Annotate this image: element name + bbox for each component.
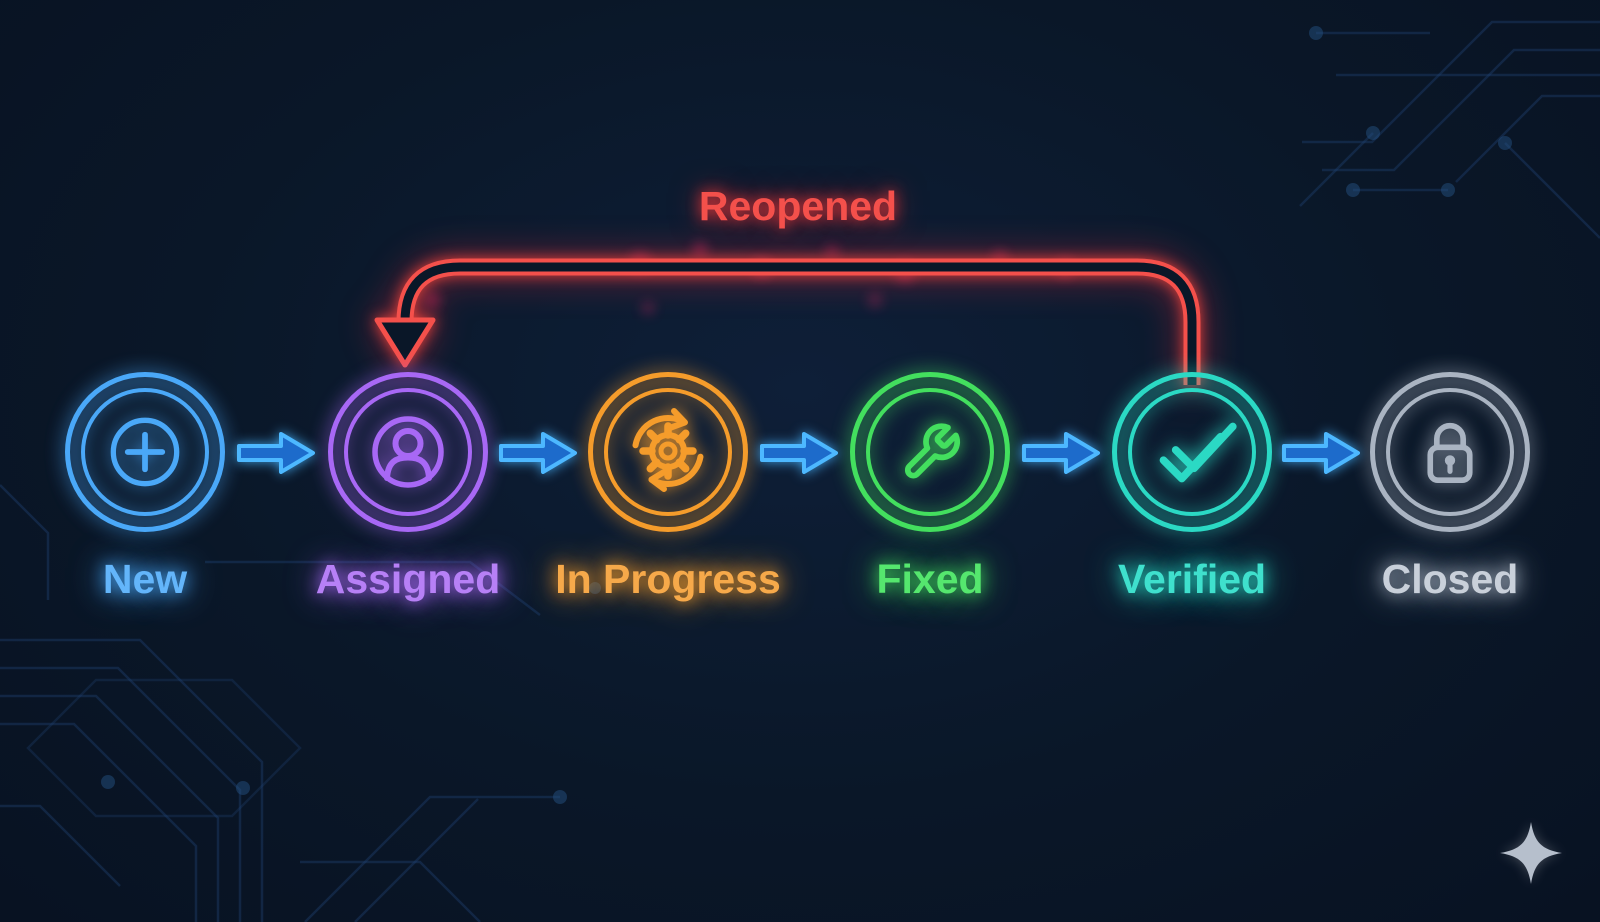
node-label: Closed (1381, 556, 1519, 602)
flow-arrow-fixed-to-verified (1022, 432, 1100, 474)
node-new: New (15, 372, 275, 603)
gear-sync-icon (618, 402, 718, 502)
node-ring (65, 372, 225, 532)
node-label: Verified (1117, 556, 1267, 602)
node-label: In Progress (555, 556, 781, 602)
reopened-arrowhead-icon (374, 317, 436, 368)
node-inner-ring (604, 388, 732, 516)
sparkle-icon (1500, 822, 1562, 884)
plus-circle-icon (97, 404, 193, 500)
flow-arrow-verified-to-closed (1282, 432, 1360, 474)
flow-arrow-assigned-to-inprogress (499, 432, 577, 474)
node-label: Fixed (876, 556, 984, 602)
reopened-glow-sparks (424, 243, 1074, 314)
double-check-icon (1141, 401, 1243, 503)
wrench-icon (880, 402, 980, 502)
node-inner-ring (344, 388, 472, 516)
node-label: Assigned (315, 556, 501, 602)
node-label: New (102, 556, 188, 602)
node-verified: Verified (1062, 372, 1322, 603)
reopened-label: Reopened (698, 183, 898, 229)
node-ring (1112, 372, 1272, 532)
lock-icon (1403, 405, 1497, 499)
node-ring (1370, 372, 1530, 532)
node-inner-ring (81, 388, 209, 516)
flow-arrow-inprogress-to-fixed (760, 432, 838, 474)
node-closed: Closed (1320, 372, 1580, 603)
circuit-traces (0, 20, 1600, 922)
flow-arrow-new-to-assigned (237, 432, 315, 474)
reopened-loop-path (374, 258, 1201, 385)
node-inner-ring (1386, 388, 1514, 516)
node-in-progress: In Progress (538, 372, 798, 603)
node-fixed: Fixed (800, 372, 1060, 603)
node-assigned: Assigned (278, 372, 538, 603)
node-ring (328, 372, 488, 532)
node-inner-ring (1128, 388, 1256, 516)
user-icon (358, 402, 458, 502)
node-ring (588, 372, 748, 532)
node-ring (850, 372, 1010, 532)
node-inner-ring (866, 388, 994, 516)
